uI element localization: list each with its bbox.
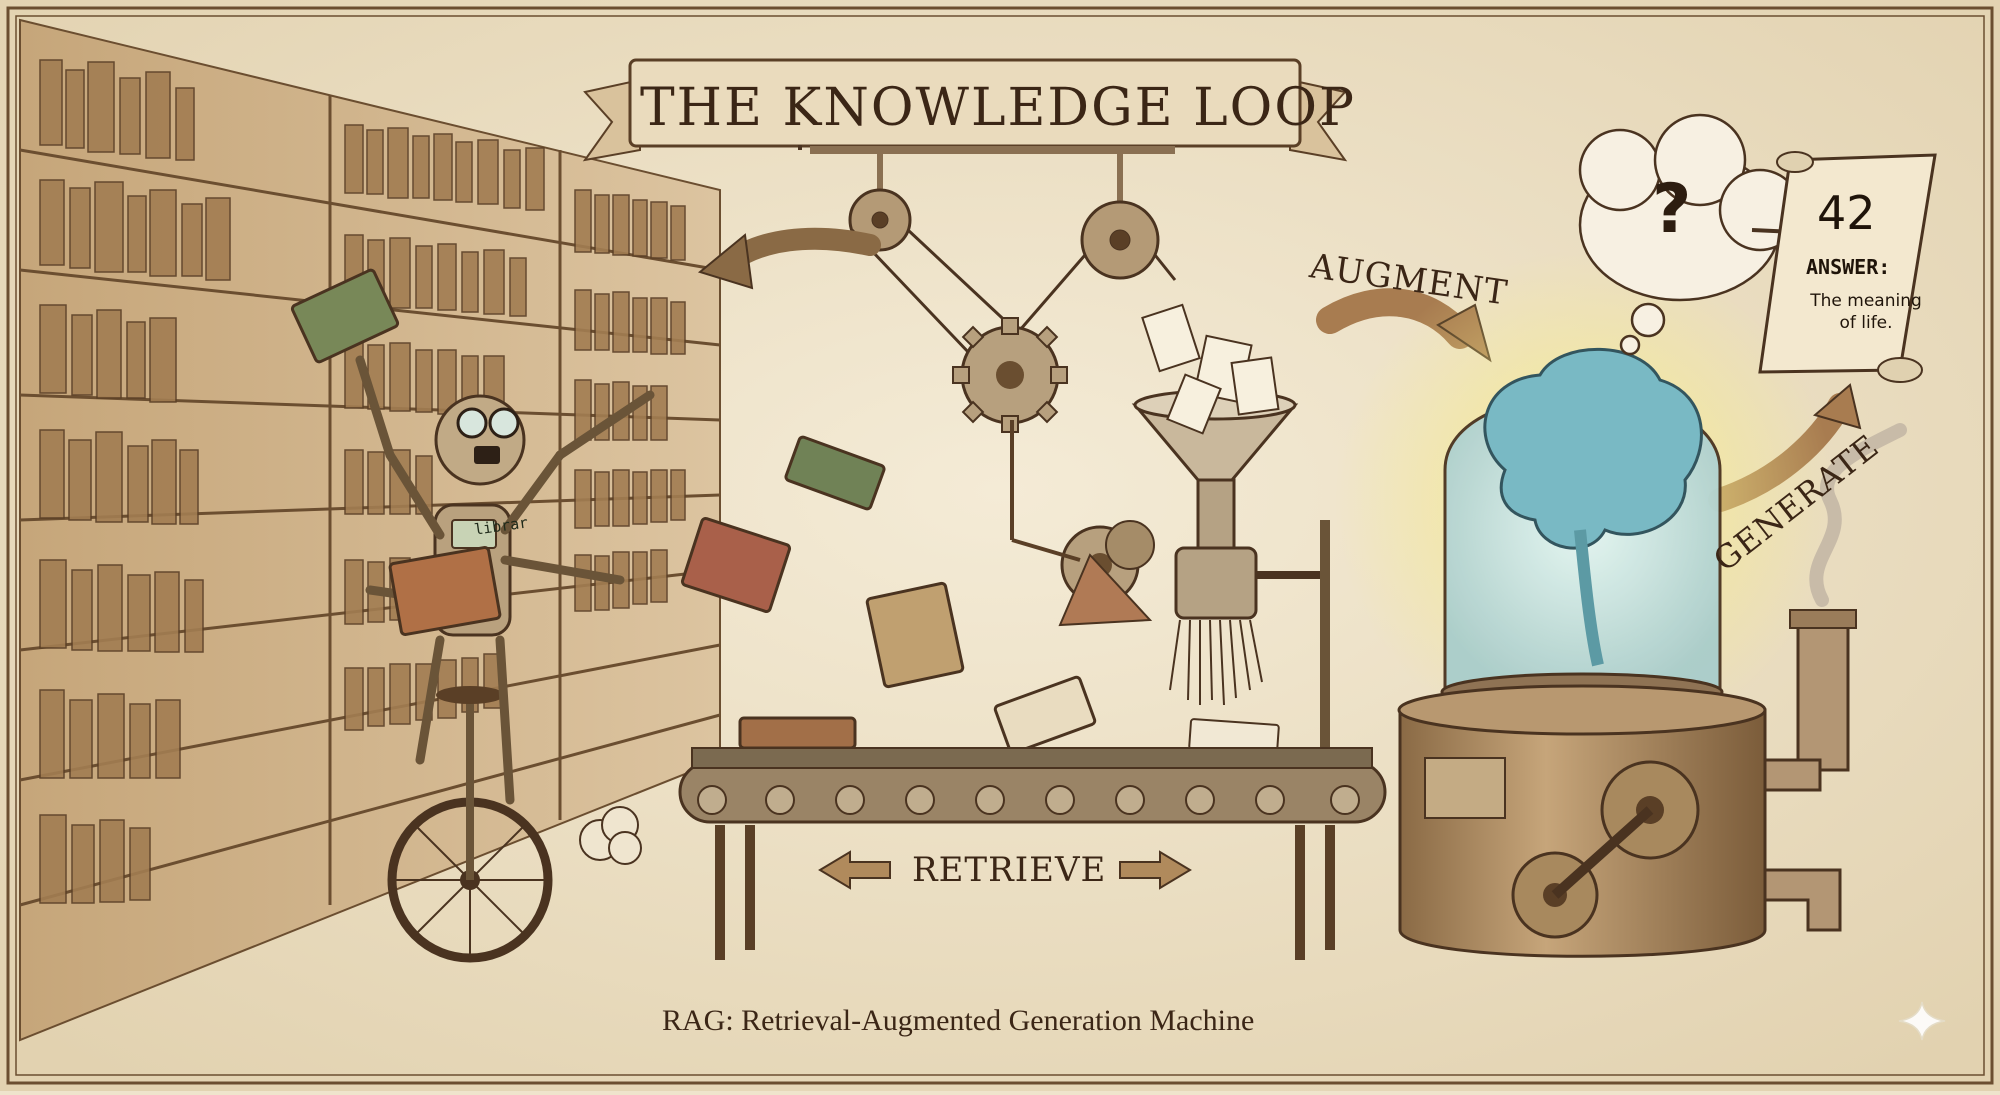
question-mark: ?	[1652, 170, 1692, 249]
bookshelf-icon	[19, 18, 721, 1042]
title-banner	[582, 58, 1348, 162]
page-title: THE KNOWLEDGE LOOP	[640, 78, 1356, 138]
book-icon	[290, 268, 1280, 756]
steam-pipe-icon	[1763, 423, 1907, 932]
flying-papers	[1141, 303, 1280, 435]
dust-puff	[579, 806, 642, 865]
thought-bubble-icon	[1578, 113, 1802, 356]
answer-label: ANSWER:	[1806, 255, 1891, 279]
retrieve-arrows-icon	[818, 850, 1192, 890]
scroll-icon	[1758, 151, 1937, 383]
return-arrow-icon	[697, 227, 881, 290]
retrieve-label: RETRIEVE	[912, 850, 1107, 890]
sparkle-icon	[1898, 1001, 1946, 1041]
machine-rod	[1011, 538, 1081, 562]
shredder-icon	[1169, 520, 1330, 760]
cutter-blade	[1058, 553, 1153, 627]
conveyor-belt-icon	[678, 747, 1387, 960]
diagram-caption: RAG: Retrieval-Augmented Generation Mach…	[662, 1004, 1255, 1037]
answer-number: 42	[1817, 186, 1876, 240]
answer-text: The meaning of life.	[1810, 291, 1922, 333]
brain-jar-icon	[1335, 250, 1835, 958]
gear-icon	[952, 317, 1068, 433]
